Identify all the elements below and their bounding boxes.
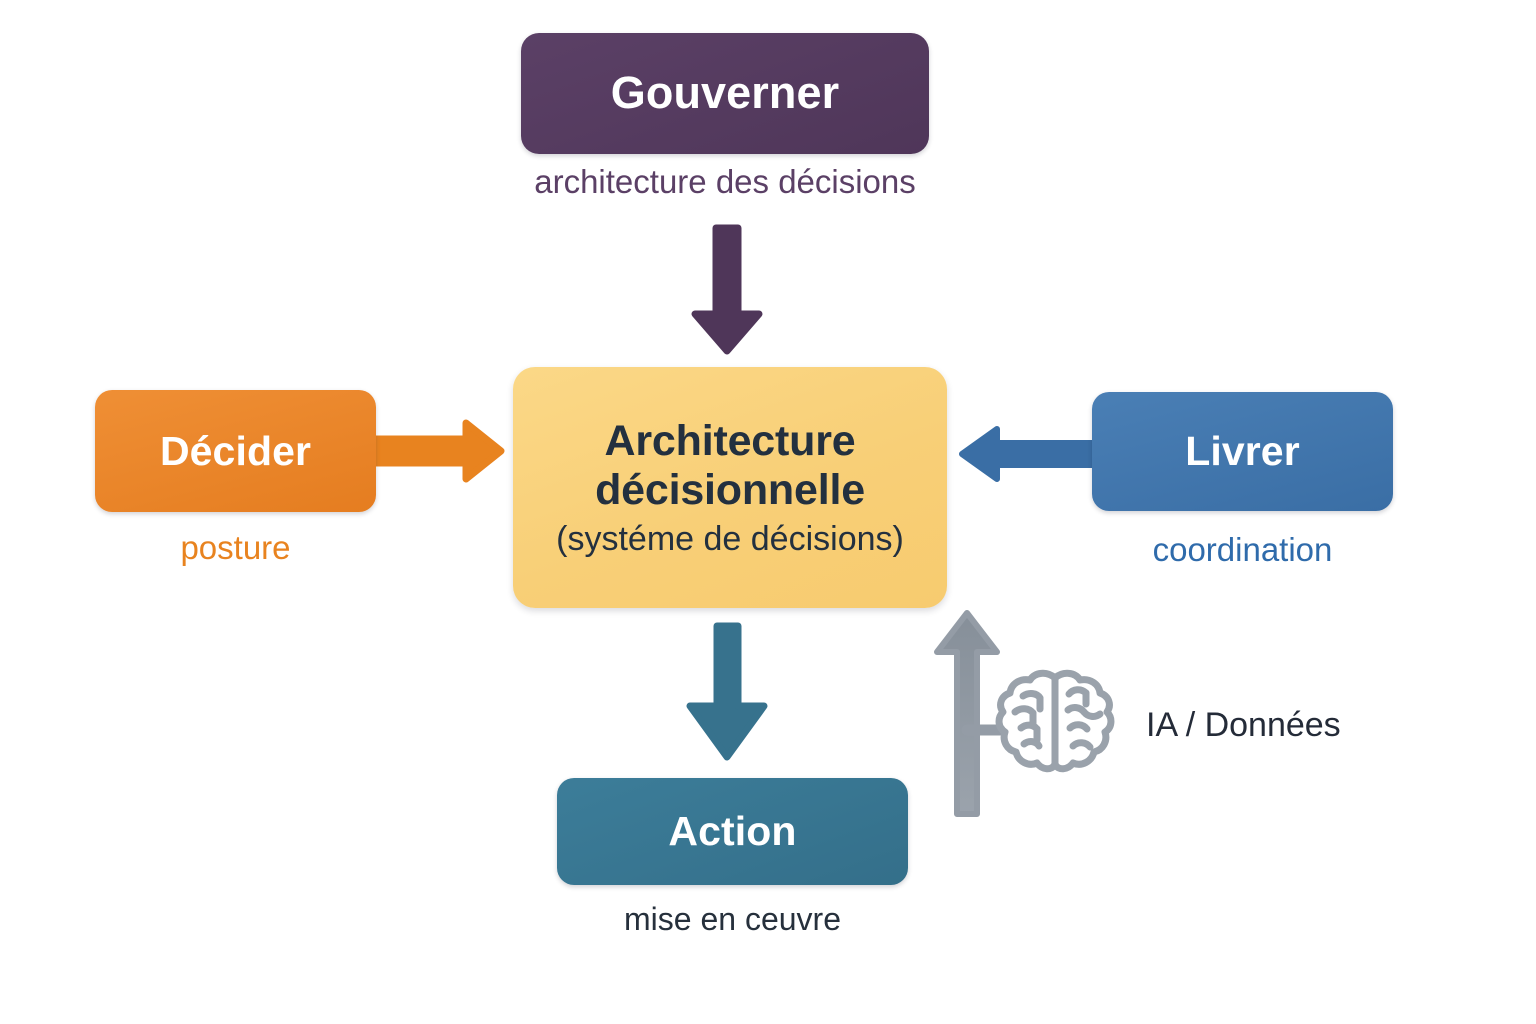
arrow-livrer-to-center bbox=[959, 426, 1101, 482]
node-gouverner[interactable]: Gouverner bbox=[521, 33, 929, 154]
node-center-sublabel: (systéme de décisions) bbox=[556, 519, 904, 558]
caption-livrer: coordination bbox=[1152, 531, 1333, 568]
caption-action: mise en ceuvre bbox=[624, 901, 841, 937]
node-livrer-label: Livrer bbox=[1185, 428, 1300, 475]
caption-gouverner: architecture des décisions bbox=[534, 163, 916, 200]
node-decider-label: Décider bbox=[159, 427, 312, 474]
node-action-label: Action bbox=[668, 808, 797, 855]
node-architecture-decisionnelle[interactable]: Architecture décisionnelle (systéme de d… bbox=[513, 367, 947, 608]
label-ia-donnees: IA / Données bbox=[1146, 706, 1341, 744]
arrow-decider-to-center bbox=[364, 419, 505, 483]
brain-icon bbox=[995, 669, 1115, 773]
arrow-center-to-action bbox=[686, 622, 768, 761]
node-center-label-line1: Architecture bbox=[604, 416, 856, 465]
node-livrer[interactable]: Livrer bbox=[1092, 392, 1393, 511]
node-gouverner-label: Gouverner bbox=[610, 67, 840, 119]
node-decider[interactable]: Décider bbox=[95, 390, 376, 512]
caption-decider: posture bbox=[180, 529, 291, 566]
arrow-ia-to-center bbox=[934, 610, 1006, 817]
node-action[interactable]: Action bbox=[557, 778, 908, 885]
arrow-gouverner-to-center bbox=[691, 224, 763, 355]
node-center-label-line2: décisionnelle bbox=[595, 465, 865, 514]
